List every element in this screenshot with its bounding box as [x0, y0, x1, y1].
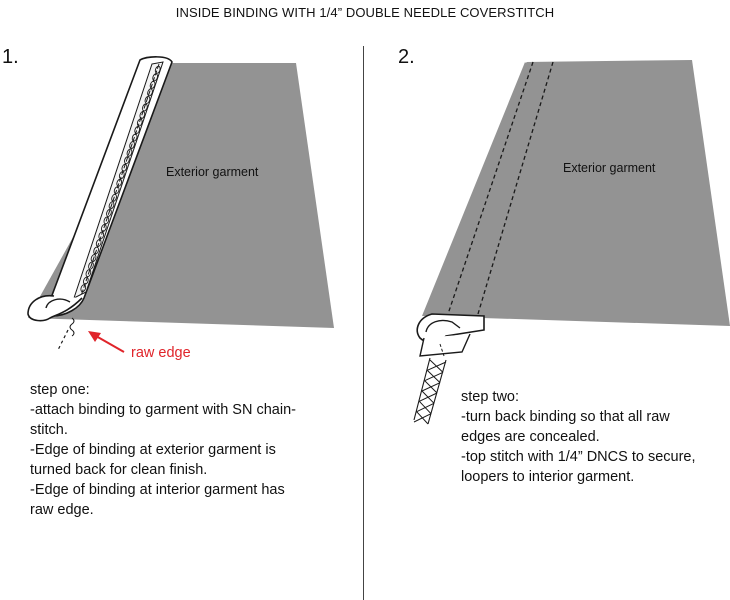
chain-stitch-loop: [116, 178, 123, 187]
chain-stitch-loop: [106, 208, 112, 217]
chain-stitch-loop: [147, 88, 153, 97]
step-one-line: -Edge of binding at exterior garment is: [30, 442, 276, 458]
chain-stitch-loop: [124, 156, 130, 165]
chain-stitch-loop: [90, 254, 97, 263]
raw-edge-label: raw edge: [131, 345, 191, 361]
chain-stitch-loop: [88, 261, 94, 270]
chain-stitch-loop: [144, 95, 151, 104]
chain-stitch-loop: [118, 171, 125, 180]
chain-stitch-loop: [93, 246, 99, 255]
looper-cross: [419, 390, 438, 404]
looper-cross: [427, 359, 447, 373]
step-number-1: 1.: [2, 46, 19, 68]
step-two-line: loopers to interior garment.: [461, 469, 635, 485]
chain-stitch-loop: [98, 231, 105, 240]
panel-divider: [363, 46, 364, 600]
chain-stitch-loop: [131, 133, 138, 142]
chain-stitch-loop: [113, 186, 120, 195]
chain-stitch-loop: [126, 148, 133, 157]
panel1-garment: [28, 63, 334, 328]
looper-cross: [421, 380, 441, 394]
step-two-line: step two:: [461, 389, 520, 405]
chain-stitch-loop: [121, 163, 128, 172]
looper-cross: [413, 411, 432, 425]
chain-stitch-loop: [103, 216, 110, 225]
panel2-stitch-line-right: [477, 61, 554, 315]
step-one-line: stitch.: [30, 422, 68, 438]
panel2-illustration: [413, 56, 730, 425]
chain-stitch-loop: [108, 201, 115, 210]
panel2-garment: [422, 60, 730, 326]
panel1-chainstitch: [80, 63, 160, 297]
panel2-fold: [416, 313, 485, 344]
panel1-garment-label: Exterior garment: [166, 165, 259, 179]
step-one-line: turned back for clean finish.: [30, 462, 208, 478]
step-two-line: -top stitch with 1/4” DNCS to secure,: [461, 449, 696, 465]
chain-stitch-loop: [154, 65, 161, 74]
chain-stitch-loop: [139, 111, 146, 119]
panel2-stitch-line-left: [447, 61, 534, 315]
chain-stitch-loop: [142, 103, 148, 112]
step-two-line: edges are concealed.: [461, 429, 600, 445]
step-two-line: -turn back binding so that all raw: [461, 409, 670, 425]
chain-stitch-loop: [129, 141, 135, 150]
step-two-text: step two: -turn back binding so that all…: [461, 387, 696, 487]
chain-stitch-loop: [83, 276, 89, 285]
diagram-title: INSIDE BINDING WITH 1/4” DOUBLE NEEDLE C…: [175, 5, 555, 20]
chain-stitch-loop: [111, 193, 117, 202]
step-one-line: -Edge of binding at interior garment has: [30, 482, 285, 498]
chain-stitch-loop: [85, 269, 92, 278]
step-number-2: 2.: [398, 46, 415, 68]
step-one-line: raw edge.: [30, 502, 94, 518]
panel1-illustration: [27, 56, 334, 353]
step-one-line: -attach binding to garment with SN chain…: [30, 402, 296, 418]
chain-stitch-loop: [149, 80, 156, 89]
chain-stitch-loop: [134, 126, 141, 134]
step-one-text: step one: -attach binding to garment wit…: [30, 380, 296, 520]
raw-edge-arrow: [95, 335, 125, 353]
looper-cross: [416, 400, 435, 415]
looper-cross: [424, 369, 444, 384]
chain-stitch-loop: [100, 224, 107, 232]
step-one-line: step one:: [30, 382, 90, 398]
chain-stitch-loop: [136, 118, 143, 127]
panel2-garment-label: Exterior garment: [563, 161, 656, 175]
chain-stitch-loop: [152, 73, 158, 82]
chain-stitch-loop: [95, 239, 102, 247]
chain-stitch-loop: [80, 284, 87, 293]
